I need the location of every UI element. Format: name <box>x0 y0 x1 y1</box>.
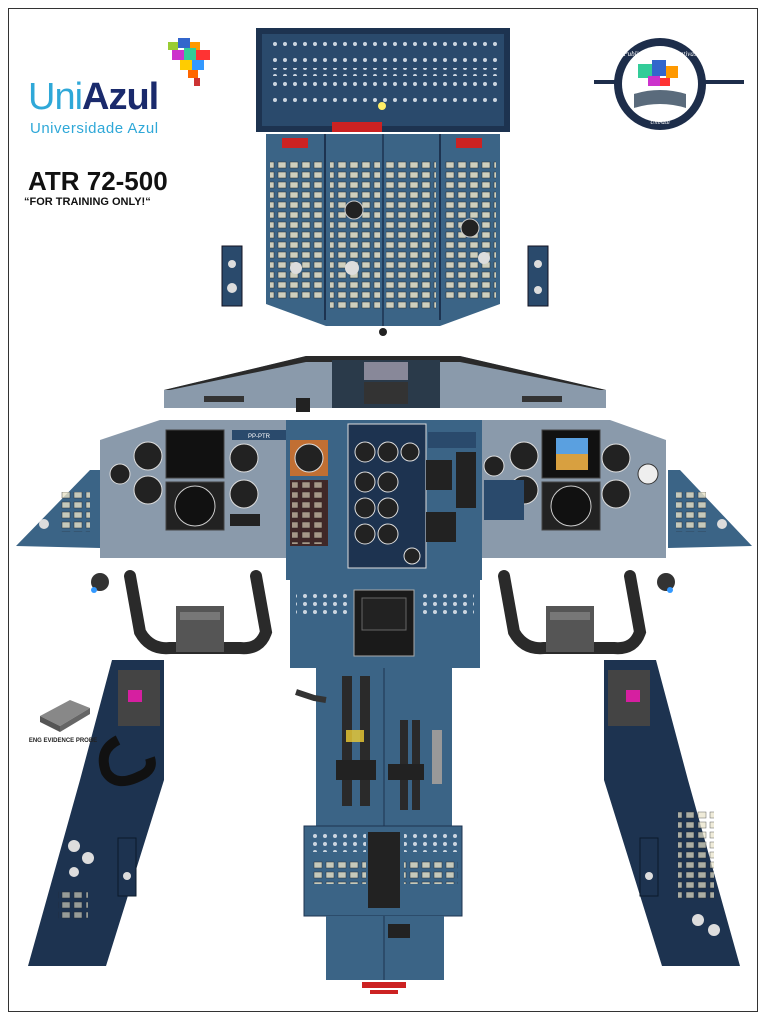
control-yokes <box>91 570 675 655</box>
uniazul-logo: UniAzul Universidade Azul <box>28 36 228 146</box>
badge-text-bottom: UniAzul <box>650 120 670 126</box>
page-title: ATR 72-500 <box>28 166 168 196</box>
overhead-side-panels <box>221 245 549 307</box>
center-pedestal <box>290 580 480 994</box>
page-subtitle: “FOR TRAINING ONLY!“ <box>24 196 151 208</box>
glareshield <box>164 356 606 412</box>
page-frame <box>8 8 758 1012</box>
main-instrument-panel: PP-PTR <box>100 420 666 580</box>
registration-label: PP-PTR <box>248 434 271 440</box>
logo-wordmark: UniAzul <box>28 76 159 118</box>
overhead-main-panel <box>266 134 500 336</box>
lateral-panels <box>16 470 752 548</box>
side-consoles <box>28 660 740 966</box>
badge-text-top: Publicações Corporativas <box>622 50 697 58</box>
eng-evidence-probe-label: ENG EVIDENCE PROBE <box>28 738 98 744</box>
overhead-circuit-breaker-panel <box>256 28 510 132</box>
evidence-probe-icon <box>40 700 90 732</box>
brazil-map-icon <box>168 38 210 86</box>
logo-tagline: Universidade Azul <box>30 120 159 137</box>
publicacoes-badge: Publicações Corporativas UniAzul <box>594 38 744 130</box>
